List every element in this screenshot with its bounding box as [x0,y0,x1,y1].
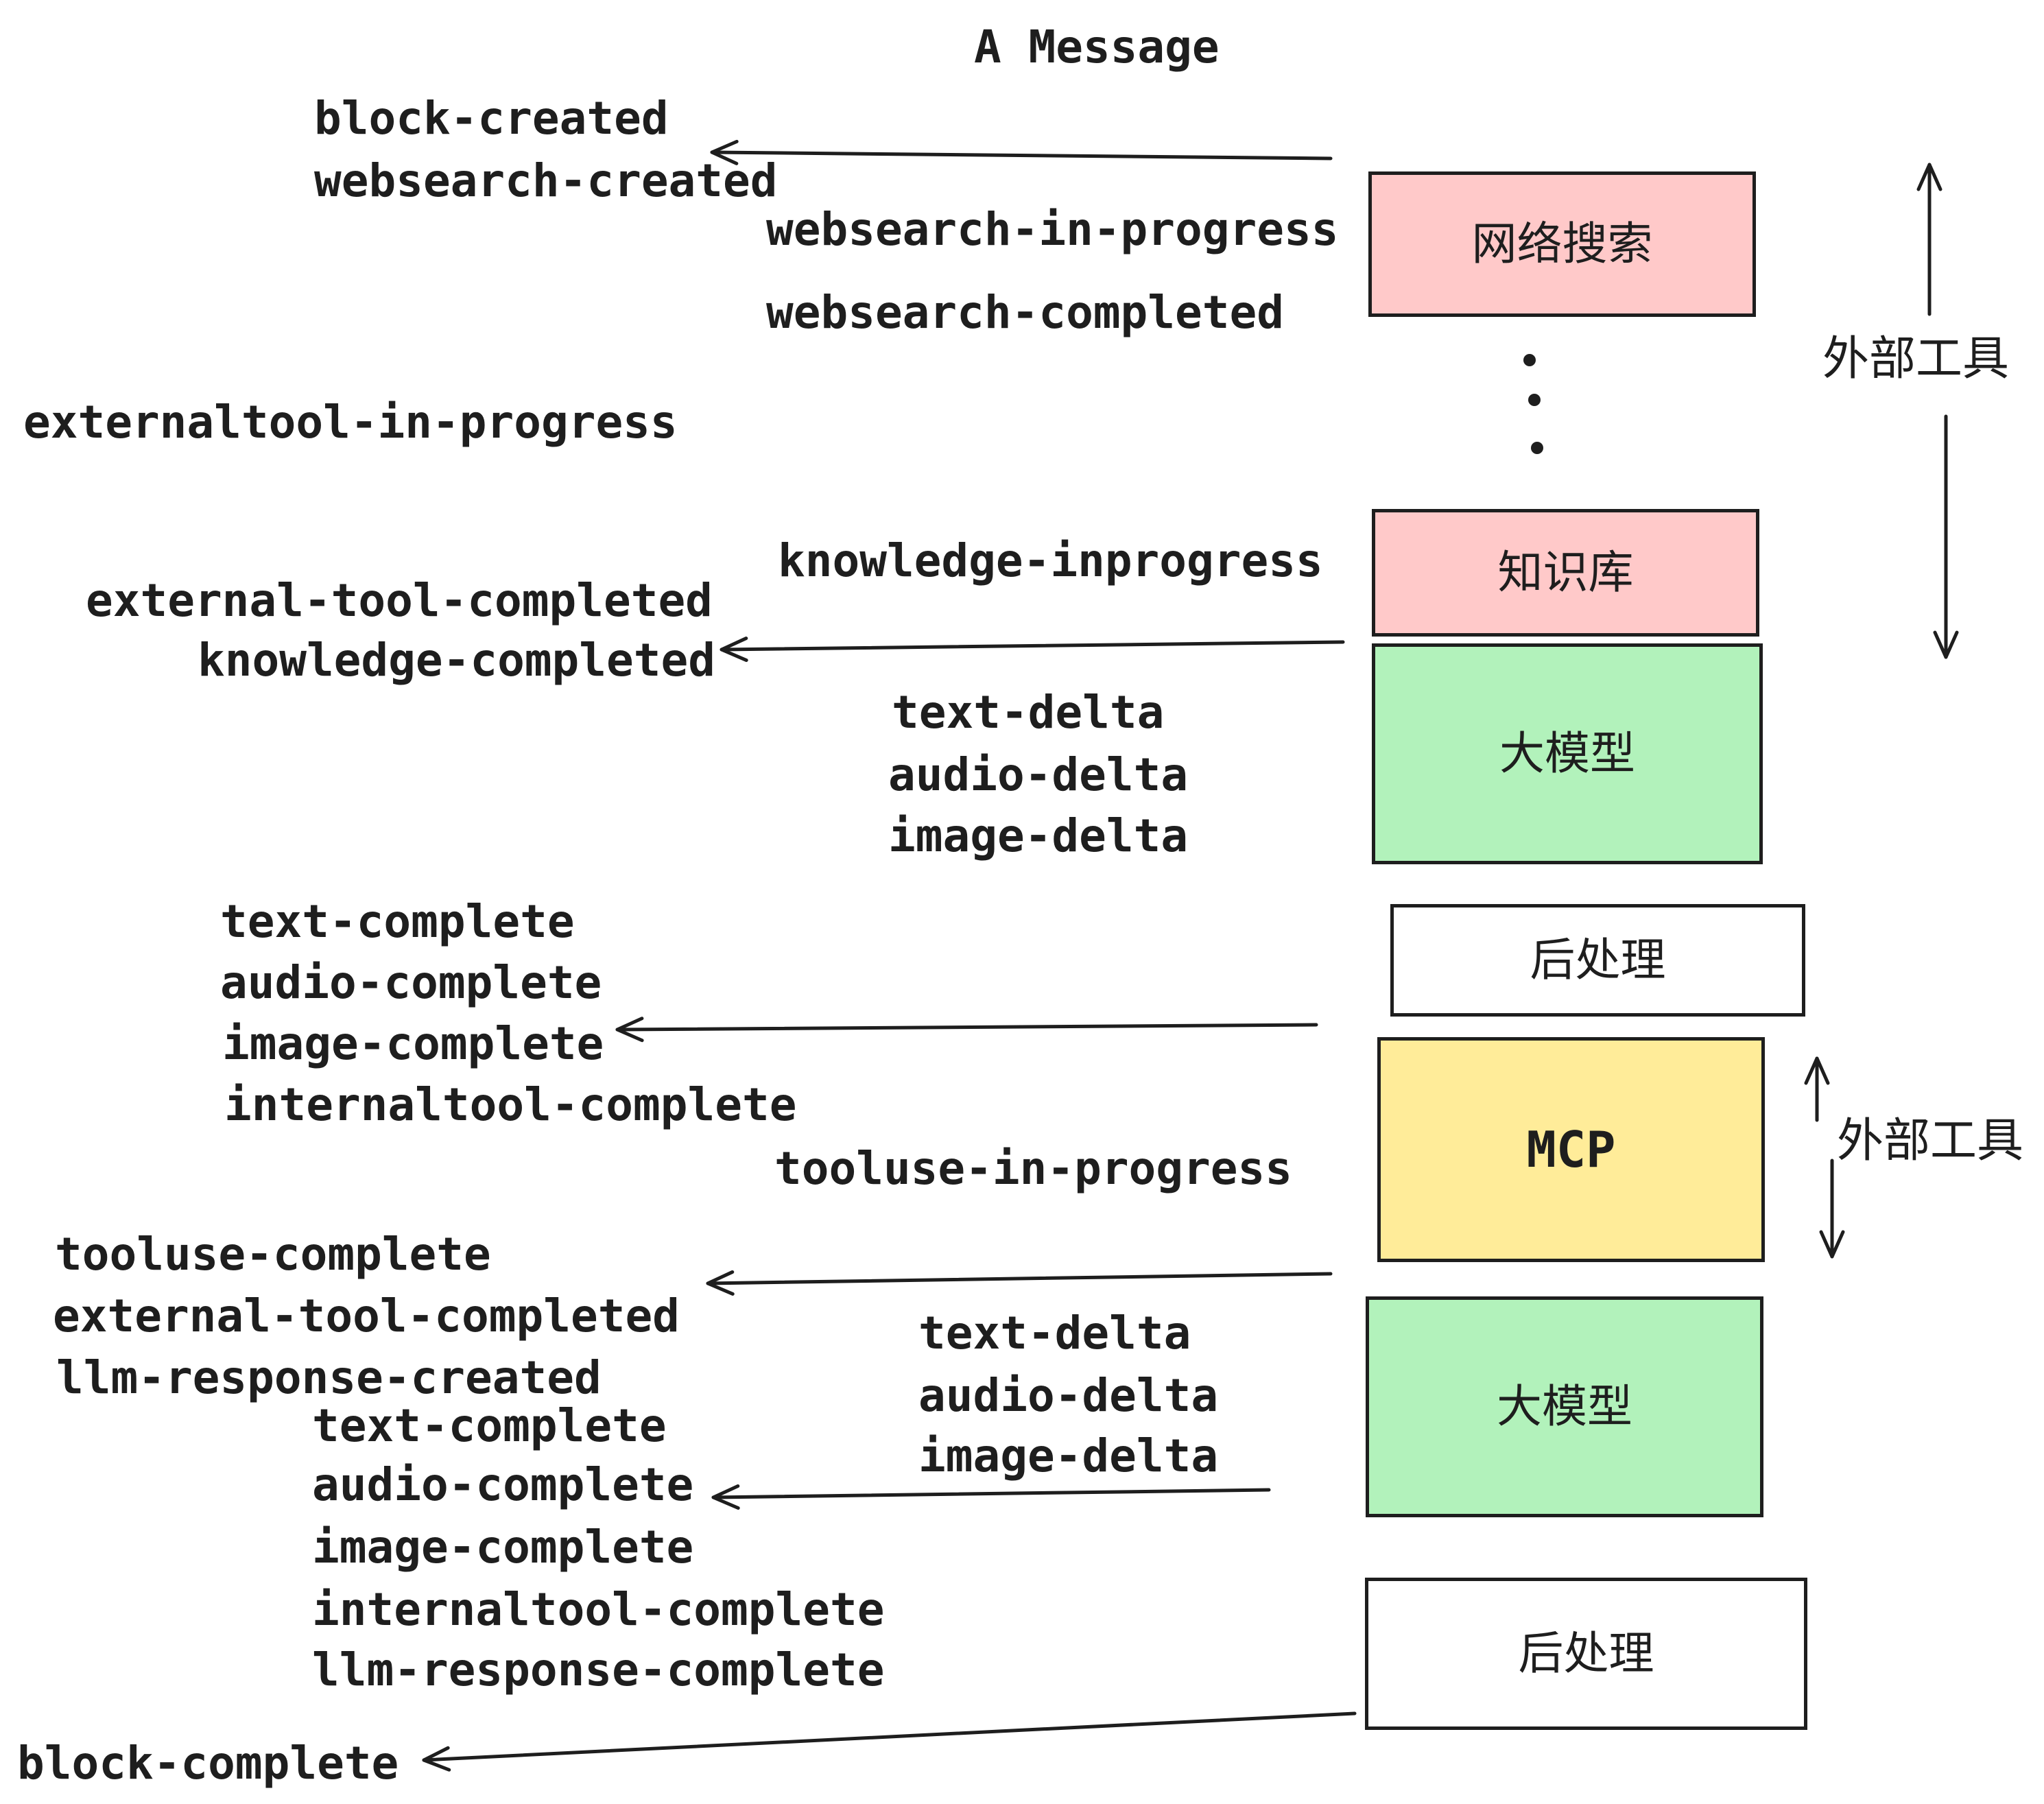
diagram-title: A Message [974,21,1220,73]
node-postprocess-2-label: 后处理 [1518,1627,1654,1680]
event-websearch-in-progress: websearch-in-progress [766,203,1339,256]
ellipsis-dot [1528,394,1541,406]
event-text-delta-2: text-delta [918,1307,1191,1360]
node-postprocess-1: 后处理 [1390,904,1805,1017]
arrow-to-tooluse-complete [706,1270,1333,1296]
event-text-complete-2: text-complete [312,1399,667,1452]
ellipsis-dot [1523,354,1536,366]
event-audio-complete-2: audio-complete [312,1458,694,1511]
event-internaltool-complete-1: internaltool-complete [224,1078,797,1131]
event-knowledge-inprogress: knowledge-inprogress [778,534,1323,587]
event-image-complete-2: image-complete [312,1521,694,1574]
node-llm-1: 大模型 [1372,643,1763,864]
event-knowledge-completed: knowledge-completed [198,634,715,687]
arrow-to-image-complete [615,1017,1318,1043]
event-external-tool-completed-1: external-tool-completed [86,574,713,627]
event-audio-complete-1: audio-complete [220,956,602,1009]
node-postprocess-1-label: 后处理 [1530,934,1666,986]
node-mcp: MCP [1377,1037,1765,1262]
side-label-external-tools-mcp: 外部工具 [1837,1114,2024,1168]
node-llm-2: 大模型 [1366,1296,1763,1517]
arrow-to-audio-complete [711,1484,1271,1510]
event-llm-response-created: llm-response-created [56,1351,602,1404]
event-internaltool-complete-2: internaltool-complete [312,1583,885,1636]
node-knowledge: 知识库 [1372,509,1759,637]
node-knowledge-label: 知识库 [1497,546,1634,599]
event-block-created: block-created [314,92,669,145]
ellipsis-dot [1531,442,1543,454]
node-llm-2-label: 大模型 [1497,1380,1632,1433]
node-websearch: 网络搜索 [1368,171,1756,317]
node-postprocess-2: 后处理 [1365,1578,1807,1730]
node-mcp-label: MCP [1526,1121,1616,1178]
event-tooluse-complete: tooluse-complete [55,1228,491,1281]
node-websearch-label: 网络搜索 [1471,217,1653,270]
arrow-to-block-complete [422,1711,1357,1772]
arrow-to-knowledge-completed [720,637,1345,663]
event-audio-delta-2: audio-delta [918,1369,1219,1422]
event-block-complete: block-complete [17,1737,399,1790]
node-llm-1-label: 大模型 [1499,727,1635,780]
event-text-delta-1: text-delta [892,686,1165,739]
event-externaltool-in-progress: externaltool-in-progress [23,396,678,449]
event-websearch-created: websearch-created [314,154,778,207]
event-external-tool-completed-2: external-tool-completed [53,1290,680,1342]
event-tooluse-in-progress: tooluse-in-progress [774,1142,1292,1195]
event-text-complete-1: text-complete [220,895,575,948]
event-image-delta-1: image-delta [888,809,1189,862]
side-label-external-tools-top: 外部工具 [1822,332,2010,386]
event-audio-delta-1: audio-delta [888,748,1189,801]
event-image-complete-1: image-complete [222,1017,604,1070]
event-llm-response-complete: llm-response-complete [312,1643,885,1696]
event-image-delta-2: image-delta [918,1429,1219,1482]
arrow-to-block-created [710,139,1333,165]
event-websearch-completed: websearch-completed [766,286,1284,339]
